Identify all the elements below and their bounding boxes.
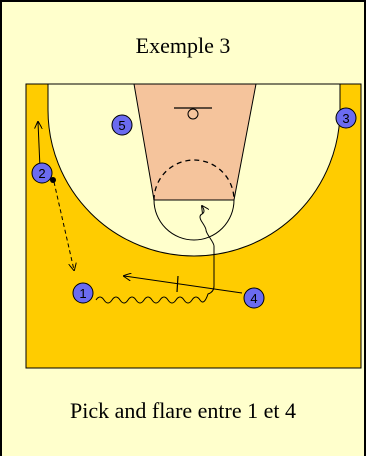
player-3[interactable]: 3 [335,107,357,129]
cut-arrow-player-2 [38,122,40,169]
player-2-label: 2 [38,166,45,181]
ball [50,177,56,183]
bottom-strip [0,456,366,460]
paint-area [133,83,257,201]
screen-path-player-4 [124,276,243,294]
pass-arrow-2-to-1 [53,181,74,270]
player-5-token [111,114,133,136]
player-2[interactable]: 2 [31,162,53,184]
rim [187,108,199,120]
free-throw-circle-lower [153,199,235,241]
diagram-caption: Pick and flare entre 1 et 4 [69,398,296,423]
player-4[interactable]: 4 [243,287,265,309]
player-1[interactable]: 1 [72,282,94,304]
diagram-title: Exemple 3 [135,33,231,58]
player-2-token [31,162,53,184]
player-5[interactable]: 5 [111,114,133,136]
player-4-token [243,287,265,309]
dribble-path-player-1 [95,206,215,304]
player-1-label: 1 [79,286,86,301]
player-4-label: 4 [250,291,257,306]
player-1-token [72,282,94,304]
player-3-token [335,107,357,129]
player-3-label: 3 [342,111,349,126]
screen-marker [176,275,179,293]
player-5-label: 5 [118,118,125,133]
